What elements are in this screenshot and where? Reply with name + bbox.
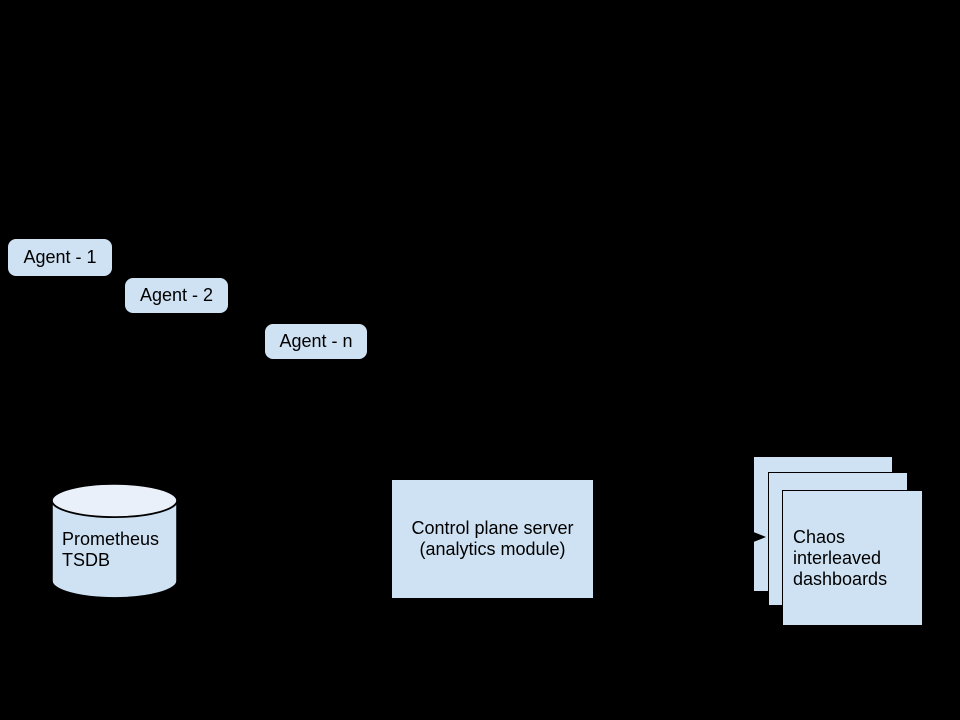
control-plane-label: Control plane server (analytics module) [411,518,574,559]
chaos-dashboards-label: Chaos interleaved dashboards [793,526,888,589]
node-prometheus-tsdb: Prometheus TSDB [51,483,178,599]
database-cylinder-icon [51,483,178,599]
arrow-right-icon [751,531,766,543]
prometheus-tsdb-label: Prometheus TSDB [62,529,160,570]
node-control-plane-server: Control plane server (analytics module) [392,480,593,598]
node-agent-2: Agent - 2 [125,278,228,313]
agent-1-label: Agent - 1 [23,247,97,267]
node-chaos-dashboards: Chaos interleaved dashboards [782,490,923,626]
agent-n-label: Agent - n [279,331,353,351]
agent-2-label: Agent - 2 [139,285,214,305]
node-agent-n: Agent - n [265,324,367,359]
node-agent-1: Agent - 1 [8,239,112,276]
